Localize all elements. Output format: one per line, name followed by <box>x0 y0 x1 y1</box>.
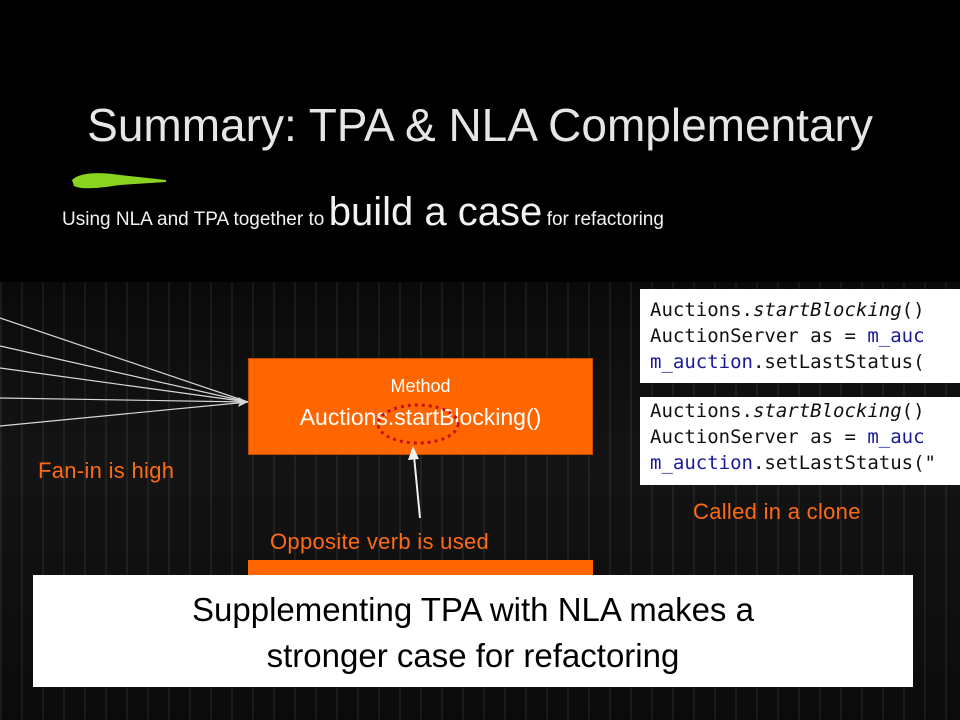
code-line: Auctions.startBlocking() <box>650 299 925 321</box>
method-box: Method Auctions.startBlocking() <box>248 358 593 455</box>
code-line: Auctions.startBlocking() <box>650 400 925 422</box>
code-snippet-1: Auctions.startBlocking() AuctionServer a… <box>640 289 960 383</box>
fan-in-annotation: Fan-in is high <box>38 458 175 483</box>
code-line: m_auction.setLastStatus( <box>650 351 925 373</box>
verb-circle <box>376 403 460 445</box>
code-line: AuctionServer as = m_auc <box>650 325 925 347</box>
conclusion-line-1: Supplementing TPA with NLA makes a <box>192 591 754 628</box>
subtitle-prefix: Using NLA and TPA together to <box>62 209 325 230</box>
highlighter-swoosh <box>72 173 166 189</box>
subtitle: Using NLA and TPA together to build a ca… <box>62 190 664 235</box>
opposite-verb-annotation: Opposite verb is used <box>270 529 490 554</box>
slide-title: Summary: TPA & NLA Complementary <box>87 99 873 151</box>
method-name: Auctions.startBlocking() <box>299 404 542 430</box>
conclusion-line-2: stronger case for refactoring <box>266 637 680 674</box>
code-snippet-2: Auctions.startBlocking() AuctionServer a… <box>640 397 960 485</box>
clone-annotation: Called in a clone <box>693 499 861 524</box>
subtitle-emphasis: build a case <box>328 190 543 234</box>
subtitle-suffix: for refactoring <box>546 209 664 230</box>
method-label: Method <box>390 376 451 396</box>
fan-in-lines <box>0 317 249 427</box>
conclusion-box: Supplementing TPA with NLA makes a stron… <box>33 575 913 687</box>
fan-in-arrowhead <box>238 397 248 407</box>
code-line: AuctionServer as = m_auc <box>650 426 925 448</box>
verb-arrowhead <box>408 446 419 460</box>
code-line: m_auction.setLastStatus(" <box>650 452 936 474</box>
verb-arrow-line <box>413 455 421 519</box>
